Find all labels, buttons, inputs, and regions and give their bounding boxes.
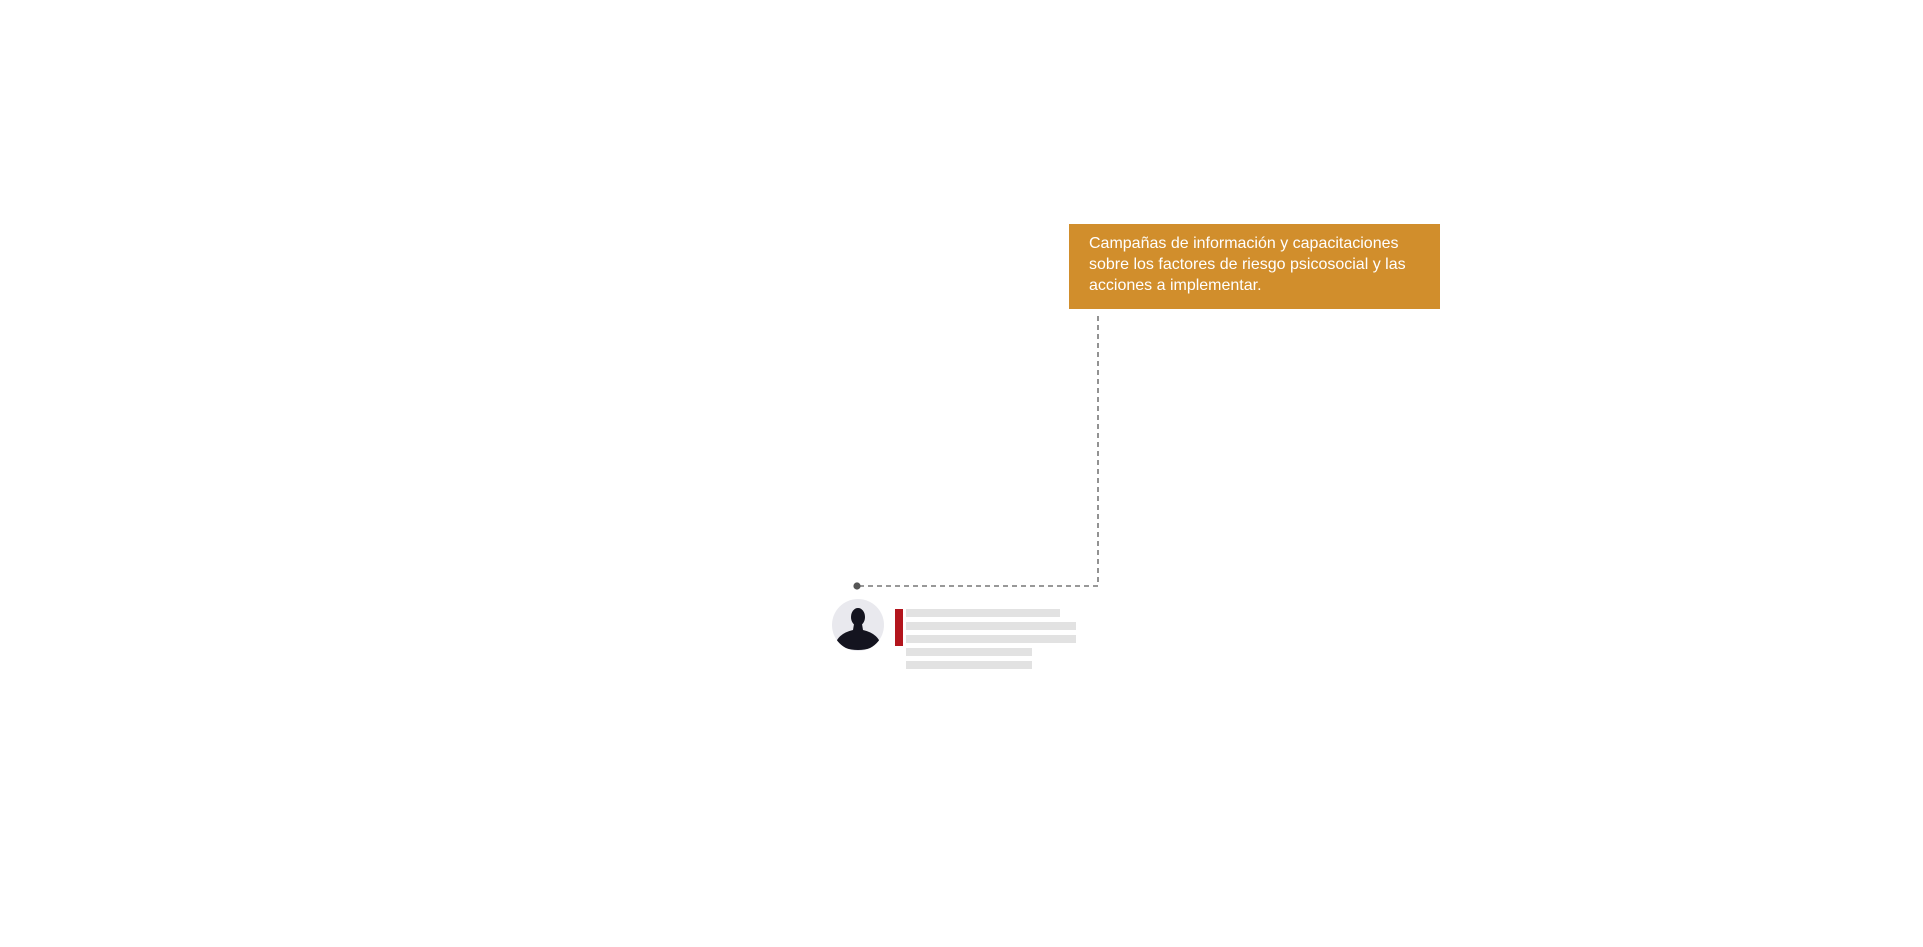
callout-box: Campañas de información y capacitaciones… (1069, 224, 1440, 309)
person-silhouette-icon (836, 608, 880, 650)
connector-line (857, 316, 1099, 587)
placeholder-line-5 (906, 661, 1032, 669)
placeholder-line-4 (906, 648, 1032, 656)
accent-bar (895, 609, 903, 646)
placeholder-line-1 (906, 609, 1060, 617)
placeholder-line-2 (906, 622, 1076, 630)
placeholder-line-3 (906, 635, 1076, 643)
callout-text: Campañas de información y capacitaciones… (1089, 235, 1406, 294)
connector-end-dot (853, 582, 861, 590)
avatar (832, 599, 884, 651)
